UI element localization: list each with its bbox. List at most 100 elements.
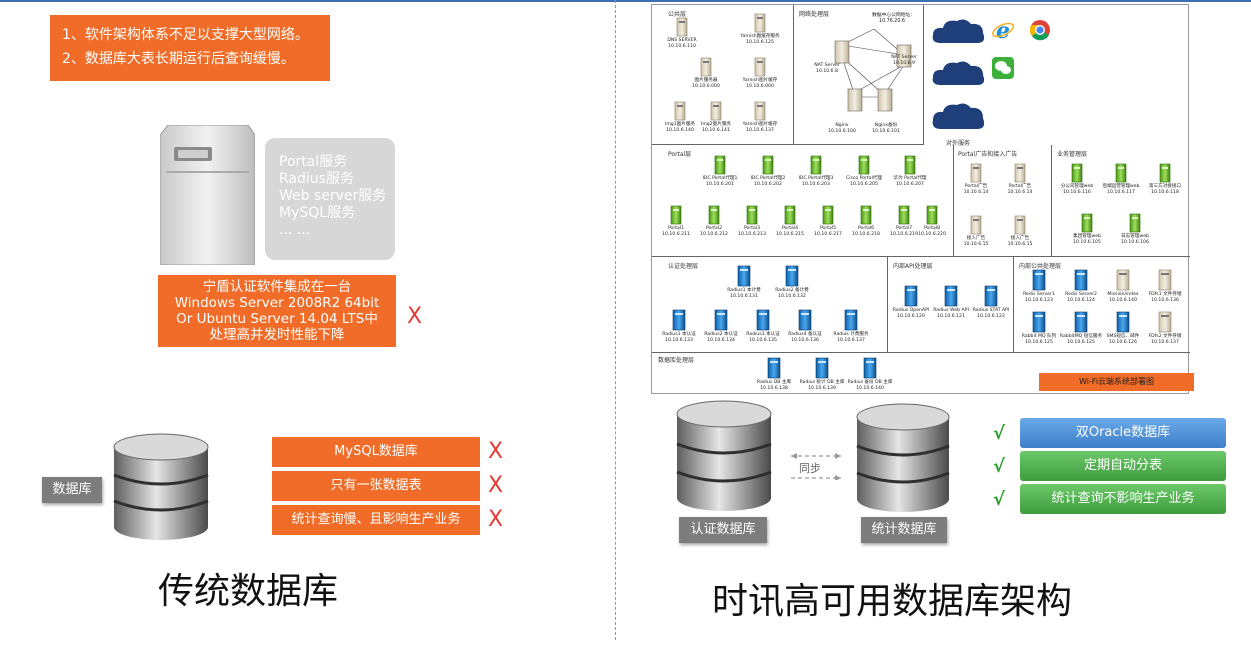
server-icon — [1032, 311, 1046, 333]
left-title: 传统数据库 — [158, 571, 339, 612]
server-icon — [1074, 269, 1088, 291]
server-tower-icon — [160, 125, 255, 265]
cloud-rental: 租金服务 — [931, 59, 1031, 89]
server-icon — [746, 205, 758, 225]
feature-dual-oracle: 双Oracle数据库 — [1020, 418, 1226, 448]
server-icon — [1014, 215, 1026, 235]
server-icon — [926, 205, 938, 225]
server-icon — [860, 205, 872, 225]
check-mark: √ — [993, 489, 1006, 510]
server-icon — [904, 285, 918, 307]
server-icon — [674, 101, 686, 121]
services-panel: Portal服务 Radius服务 Web server服务 MySQL服务 .… — [265, 138, 395, 260]
limitation-callout: 宁盾认证软件集成在一台 Windows Server 2008R2 64bit … — [158, 275, 396, 347]
server-icon — [714, 309, 728, 331]
server-icon — [1116, 311, 1130, 333]
section-db-title: 数据库处理层 — [658, 357, 695, 364]
section-portal-title: Portal层 — [668, 151, 692, 158]
server-icon — [858, 155, 870, 175]
section-ad-title: Portal广告和接入广告 — [958, 151, 1018, 158]
server-icon — [708, 205, 720, 225]
server-icon — [1116, 269, 1130, 291]
server-icon — [754, 13, 766, 33]
server-icon — [1158, 311, 1172, 333]
feature-auto-partition: 定期自动分表 — [1020, 451, 1226, 481]
server-icon — [898, 205, 910, 225]
limitation-line-3: Or Ubuntu Server 14.04 LTS中 — [176, 311, 378, 327]
cloud-portal: Portal服务 — [931, 17, 1034, 47]
cross-mark: X — [407, 304, 423, 329]
problems-callout: 1、软件架构体系不足以支撑大型网络。 2、数据库大表长期运行后查询缓慢。 — [50, 15, 330, 81]
service-webserver: Web server服务 — [279, 188, 387, 204]
server-icon — [970, 215, 982, 235]
server-icon — [676, 17, 688, 37]
server-icon — [984, 285, 998, 307]
service-ellipsis: ... ... — [279, 222, 311, 238]
server-icon — [784, 205, 796, 225]
server-icon — [904, 155, 916, 175]
top-rule — [0, 0, 1251, 2]
cloud-icon — [932, 103, 985, 129]
service-mysql: MySQL服务 — [279, 205, 356, 221]
server-icon — [756, 309, 770, 331]
server-icon — [762, 155, 774, 175]
cross-mark: X — [488, 507, 504, 532]
database-cylinder-icon — [113, 433, 209, 540]
section-network-title: 网络处理层 — [799, 11, 830, 18]
server-icon — [754, 101, 766, 121]
section-ad — [954, 145, 1052, 257]
db-issue-mysql: MySQL数据库 — [272, 437, 480, 467]
server-icon — [815, 357, 829, 379]
deployment-diagram: 公共层 网络处理层 Portal层 Portal广告和接入广告 业务管理层 认证… — [651, 4, 1194, 394]
limitation-line-2: Windows Server 2008R2 64bit — [174, 295, 380, 311]
server-icon — [672, 309, 686, 331]
auth-database-cylinder-icon — [676, 400, 772, 511]
server-icon — [1158, 269, 1172, 291]
section-portal — [652, 145, 954, 257]
server-icon — [767, 357, 781, 379]
cloud-icon — [932, 61, 985, 85]
server-icon — [1115, 163, 1127, 183]
server-icon — [714, 155, 726, 175]
section-auth-title: 认证处理层 — [668, 263, 699, 270]
network-links — [834, 28, 912, 112]
cloud-footer: 对外服务 — [946, 140, 971, 147]
server-icon — [970, 163, 982, 183]
public-ip-label: 数据中心公网地址: 10.76.20.6 — [872, 13, 912, 24]
server-icon — [1074, 311, 1088, 333]
server-icon — [810, 155, 822, 175]
server-icon — [822, 205, 834, 225]
section-inner-title: 内部公共处理层 — [1019, 263, 1062, 270]
stat-database-label: 统计数据库 — [861, 517, 947, 543]
server-icon — [737, 265, 751, 287]
server-icon — [1129, 213, 1141, 233]
